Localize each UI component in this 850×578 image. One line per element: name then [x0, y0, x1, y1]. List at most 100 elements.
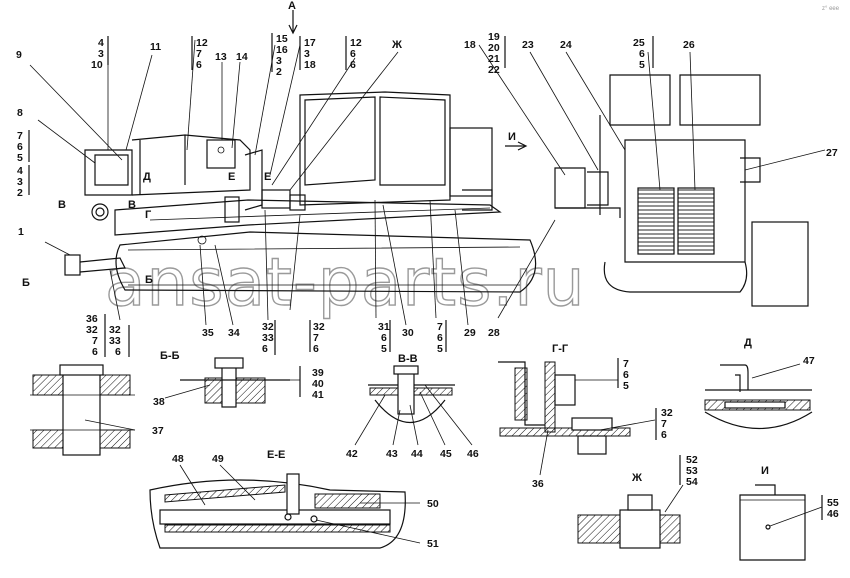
- detail-zh: Ж 52 53 54: [577, 454, 698, 549]
- callout-39: 39: [312, 367, 324, 379]
- callout-32: 32: [109, 324, 121, 336]
- radiator-grille-right: [677, 187, 715, 255]
- callout-33: 33: [109, 335, 121, 347]
- callout-33: 33: [262, 332, 274, 344]
- detail-i: И 55 46: [739, 465, 839, 561]
- callout-45: 45: [440, 448, 452, 460]
- marker-e1: Е: [228, 171, 235, 183]
- callout-6: 6: [381, 332, 387, 344]
- callout-7: 7: [623, 358, 629, 370]
- callout-42: 42: [346, 448, 358, 460]
- callout-3: 3: [98, 48, 104, 60]
- callout-11: 11: [150, 41, 161, 53]
- callout-12: 12: [350, 37, 362, 49]
- callout-6: 6: [92, 346, 98, 358]
- callout-38: 38: [153, 396, 165, 408]
- callout-46: 46: [827, 508, 839, 520]
- callout-18: 18: [464, 39, 476, 51]
- callout-44: 44: [411, 448, 423, 460]
- callout-5: 5: [437, 343, 443, 355]
- marker-zh: Ж: [391, 39, 402, 51]
- callout-15: 15: [276, 33, 288, 45]
- callout-31: 31: [378, 321, 390, 333]
- radiator-grille-left: [637, 187, 675, 255]
- callout-6: 6: [623, 369, 629, 381]
- callout-20: 20: [488, 42, 500, 54]
- callout-5: 5: [17, 152, 23, 164]
- callout-5: 5: [639, 59, 645, 71]
- callout-7: 7: [313, 332, 319, 344]
- callout-32: 32: [262, 321, 274, 333]
- callout-7: 7: [92, 335, 98, 347]
- callout-6: 6: [437, 332, 443, 344]
- callout-3: 3: [304, 48, 310, 60]
- marker-d: Д: [143, 171, 151, 183]
- callout-52: 52: [686, 454, 698, 466]
- callout-5: 5: [623, 380, 629, 392]
- callout-6: 6: [350, 59, 356, 71]
- callout-41: 41: [312, 389, 324, 401]
- callout-32: 32: [313, 321, 325, 333]
- detail-pin: 37: [30, 364, 164, 456]
- callout-7: 7: [437, 321, 443, 333]
- callout-2: 2: [276, 66, 282, 78]
- callout-43: 43: [386, 448, 398, 460]
- corner-mark: z° eee: [822, 6, 840, 12]
- section-bb: Б-Б 38 39 40 41: [153, 350, 324, 408]
- marker-v2: В: [128, 199, 136, 211]
- callout-22: 22: [488, 64, 500, 76]
- callout-34: 34: [228, 327, 240, 339]
- callout-26: 26: [683, 39, 695, 51]
- callout-32: 32: [86, 324, 98, 336]
- callout-6: 6: [115, 346, 121, 358]
- callout-30: 30: [402, 327, 414, 339]
- callout-1: 1: [18, 226, 24, 238]
- callout-3: 3: [276, 55, 282, 67]
- callout-49: 49: [212, 453, 224, 465]
- callout-47: 47: [803, 355, 815, 367]
- marker-v1: В: [58, 199, 66, 211]
- callout-40: 40: [312, 378, 324, 390]
- callout-6: 6: [639, 48, 645, 60]
- detail-d-label: Д: [744, 337, 752, 349]
- callout-35: 35: [202, 327, 214, 339]
- callout-7: 7: [661, 418, 667, 430]
- callout-51: 51: [427, 538, 439, 550]
- section-vv: В-В 42 43 44 45 46: [346, 353, 479, 460]
- callout-5: 5: [381, 343, 387, 355]
- callout-46: 46: [467, 448, 479, 460]
- callout-16: 16: [276, 44, 288, 56]
- callout-6: 6: [350, 48, 356, 60]
- section-vv-label: В-В: [398, 353, 418, 365]
- callout-36: 36: [532, 478, 544, 490]
- callout-37: 37: [152, 425, 164, 437]
- view-arrow-a: А: [288, 0, 296, 12]
- marker-g: Г: [145, 209, 152, 221]
- callout-14: 14: [236, 51, 248, 63]
- callout-8: 8: [17, 107, 23, 119]
- detail-zh-label: Ж: [631, 472, 642, 484]
- callout-36: 36: [86, 313, 98, 325]
- callout-10: 10: [91, 59, 103, 71]
- callout-6: 6: [262, 343, 268, 355]
- section-ee: Е-Е 48 49 50 51: [149, 449, 439, 550]
- callout-55: 55: [827, 497, 839, 509]
- callout-2: 2: [17, 187, 23, 199]
- marker-b2: Б: [145, 274, 153, 286]
- section-gg: Г-Г 7 6 5 32 7 6 36: [498, 343, 673, 490]
- callout-53: 53: [686, 465, 698, 477]
- callout-19: 19: [488, 31, 500, 43]
- callout-4: 4: [98, 37, 104, 49]
- callout-7: 7: [17, 130, 23, 142]
- section-gg-label: Г-Г: [552, 343, 569, 355]
- callout-6: 6: [196, 59, 202, 71]
- callout-3: 3: [17, 176, 23, 188]
- callout-17: 17: [304, 37, 316, 49]
- callout-50: 50: [427, 498, 439, 510]
- callout-6: 6: [313, 343, 319, 355]
- callout-4: 4: [17, 165, 23, 177]
- marker-e2: Е: [264, 171, 271, 183]
- callout-9: 9: [16, 49, 22, 61]
- callout-29: 29: [464, 327, 476, 339]
